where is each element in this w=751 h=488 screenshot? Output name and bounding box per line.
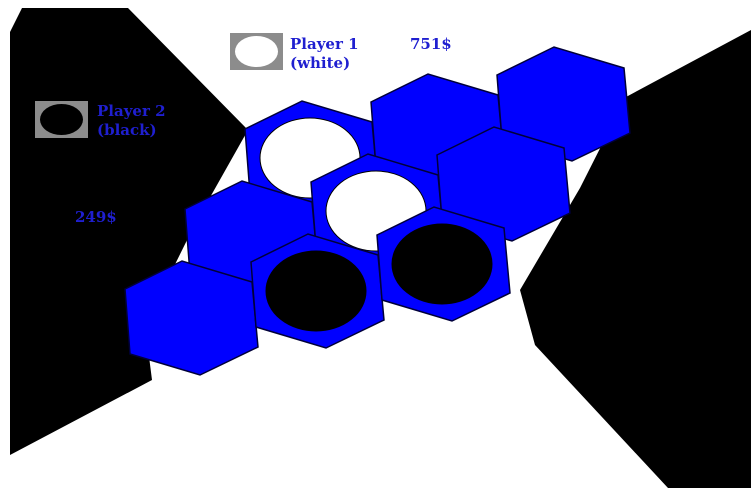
player-2-name: Player 2	[97, 102, 166, 120]
player-1-name: Player 1	[290, 35, 359, 53]
player-1-money: 751$	[410, 35, 452, 53]
black-stone	[392, 224, 492, 304]
player-2-money: 249$	[75, 208, 117, 226]
player-2-color-label: (black)	[97, 121, 157, 139]
player-1-stone-icon	[230, 33, 283, 70]
black-stone	[266, 251, 366, 331]
player-2-stone-icon	[35, 101, 88, 138]
white-stone-icon	[235, 36, 278, 67]
player-1-color-label: (white)	[290, 54, 350, 72]
black-stone-icon	[40, 104, 83, 135]
